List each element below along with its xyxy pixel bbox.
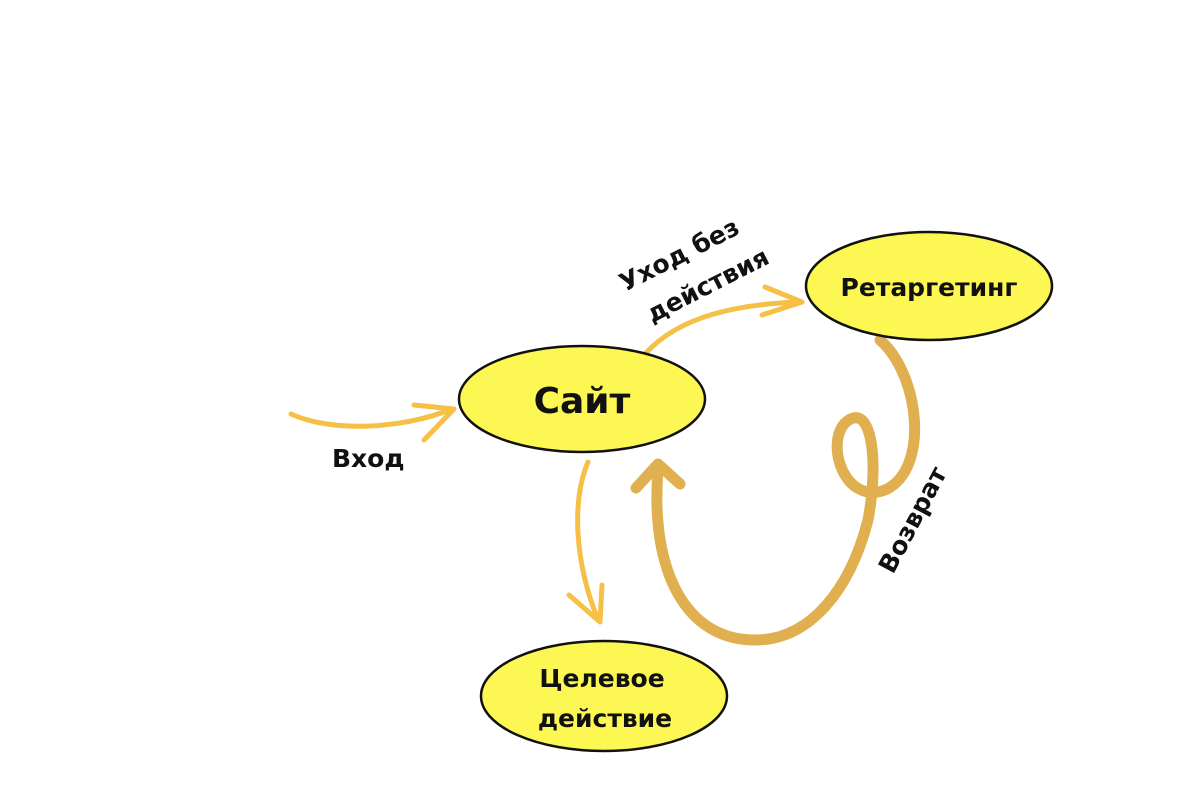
leave-arrow-line [642,299,803,357]
entry-arrow-head [411,402,457,443]
node-site: Сайт [457,344,707,454]
leave-arrow [642,284,805,357]
return-arrow [630,334,921,646]
node-target-action-label-line2: действие [538,704,672,733]
node-retargeting-label: Ретаргетинг [841,273,1018,302]
node-target-action-shape [479,639,729,753]
return-label: Возврат [873,461,953,577]
return-arrow-head [630,458,686,494]
node-site-label: Сайт [534,381,631,422]
leave-label: Уход без действия [615,212,774,328]
conversion-arrow-line [575,459,601,623]
entry-arrow-line [288,406,455,429]
entry-arrow [288,402,457,443]
node-retargeting-shape [804,230,1054,342]
return-arrow-loop [651,334,921,646]
leave-arrow-head [759,284,805,318]
node-site-shape [457,344,707,454]
node-target-action: Целевое действие [479,639,729,753]
conversion-arrow-head [566,582,605,625]
conversion-arrow [566,459,605,625]
node-retargeting: Ретаргетинг [804,230,1054,342]
entry-label: Вход [332,444,405,473]
node-target-action-label-line1: Целевое [539,664,664,693]
